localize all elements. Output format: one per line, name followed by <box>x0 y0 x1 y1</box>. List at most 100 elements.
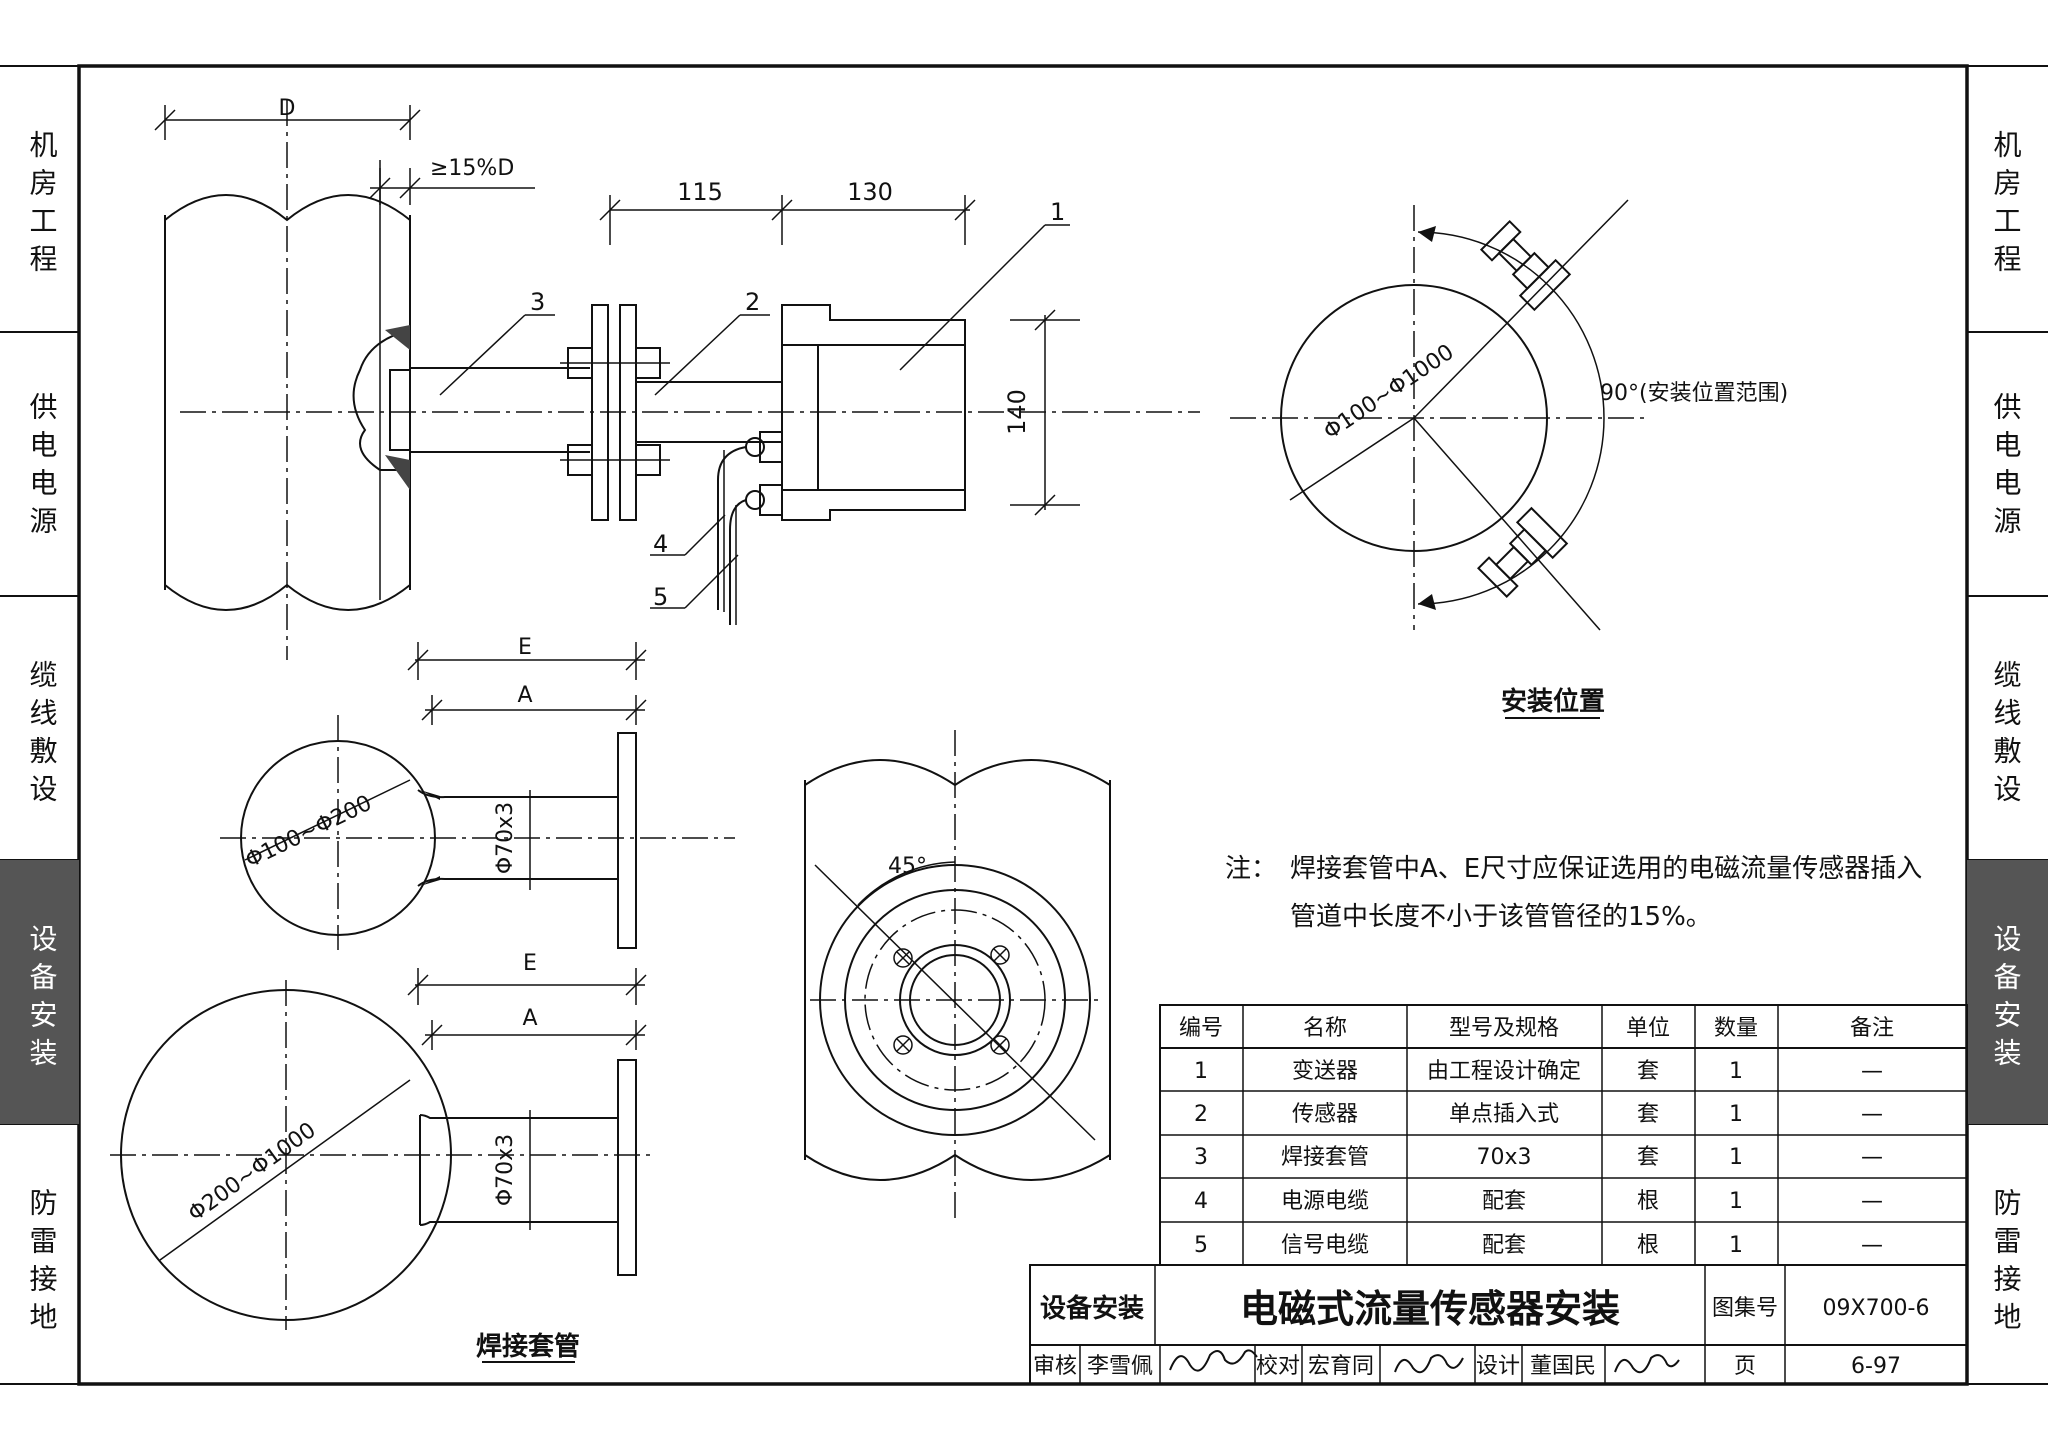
dim-e-large: E <box>523 951 537 976</box>
sleeve-dim-large: Φ70x3 <box>493 1134 518 1206</box>
note-line-1: 焊接套管中A、E尺寸应保证选用的电磁流量传感器插入 <box>1290 854 1922 884</box>
reviewer-signature <box>1169 1349 1258 1372</box>
table-cell: 5 <box>1194 1233 1208 1258</box>
angle-45-label: 45° <box>888 854 927 879</box>
diameter-label-small: Φ100~Φ200 <box>242 791 376 874</box>
note-line-2: 管道中长度不小于该管管径的15%。 <box>1290 902 1712 932</box>
callout-4: 4 <box>653 530 668 558</box>
reviewer-name: 李雪佩 <box>1087 1354 1153 1379</box>
table-cell: 1 <box>1729 1102 1743 1127</box>
dim-15pct-label: ≥15%D <box>430 156 514 181</box>
table-cell: — <box>1861 1145 1883 1170</box>
checker-signature <box>1394 1354 1464 1374</box>
callout-1: 1 <box>1050 198 1065 226</box>
side-tab-right-1[interactable]: 机房工程 <box>1990 130 2023 282</box>
table-header-spec: 型号及规格 <box>1449 1016 1559 1041</box>
table-cell: 根 <box>1637 1233 1659 1258</box>
title-block: 设备安装 电磁式流量传感器安装 图集号 09X700-6 审核 李雪佩 校对 宏… <box>1029 1264 1968 1385</box>
callout-3: 3 <box>530 288 545 316</box>
drawing-frame <box>77 64 1969 1386</box>
review-label: 审核 <box>1033 1354 1077 1379</box>
diameter-label-install: Φ100~Φ1000 <box>1319 340 1458 445</box>
side-tab-right-3[interactable]: 缆线敷设 <box>1990 660 2023 812</box>
table-cell: 传感器 <box>1292 1102 1358 1127</box>
dim-e-small: E <box>518 635 532 660</box>
table-cell: 1 <box>1194 1059 1208 1084</box>
callout-2: 2 <box>745 288 760 316</box>
table-cell: 2 <box>1194 1102 1208 1127</box>
table-cell: — <box>1861 1189 1883 1214</box>
callout-5: 5 <box>653 583 668 611</box>
table-header-name: 名称 <box>1303 1016 1347 1041</box>
weld-sleeve-caption: 焊接套管 <box>476 1332 580 1362</box>
table-cell: 套 <box>1637 1102 1659 1127</box>
dim-a-small: A <box>517 683 532 708</box>
table-cell: 4 <box>1194 1189 1208 1214</box>
table-header-no: 编号 <box>1179 1016 1223 1041</box>
angle-90-label: 90°(安装位置范围) <box>1600 381 1788 406</box>
table-cell: — <box>1861 1233 1883 1258</box>
table-cell: 套 <box>1637 1145 1659 1170</box>
side-tab-left-3[interactable]: 缆线敷设 <box>26 660 59 812</box>
dim-d-label: D <box>279 96 296 121</box>
table-cell: 1 <box>1729 1059 1743 1084</box>
side-tab-right-4[interactable]: 设备安装 <box>1990 924 2023 1076</box>
checker-name: 宏育同 <box>1308 1354 1374 1379</box>
weld-sleeve-small: Φ100~Φ200 Φ70x3 E A <box>220 635 735 950</box>
side-tab-left-4[interactable]: 设备安装 <box>26 924 59 1076</box>
drawing-title: 电磁式流量传感器安装 <box>1240 1287 1620 1331</box>
table-cell: 配套 <box>1482 1233 1526 1258</box>
table-cell: — <box>1861 1102 1883 1127</box>
side-tab-right-2[interactable]: 供电电源 <box>1990 392 2023 544</box>
table-cell: — <box>1861 1059 1883 1084</box>
category-label: 设备安装 <box>1040 1294 1144 1324</box>
side-tab-left-5[interactable]: 防雷接地 <box>26 1188 59 1340</box>
table-cell: 变送器 <box>1292 1059 1358 1084</box>
designer-signature <box>1614 1354 1680 1374</box>
dim-140-label: 140 <box>1003 389 1031 435</box>
atlas-label: 图集号 <box>1712 1296 1778 1321</box>
side-tab-left-1[interactable]: 机房工程 <box>26 130 59 282</box>
active-tab-left <box>0 860 79 1124</box>
parts-table: 编号 名称 型号及规格 单位 数量 备注 1 变送器 由工程设计确定 套 1 —… <box>1159 1004 1968 1266</box>
table-cell: 1 <box>1729 1145 1743 1170</box>
flange-front-view: 45° <box>804 730 1111 1220</box>
design-label: 设计 <box>1476 1354 1520 1379</box>
page-label: 页 <box>1734 1354 1756 1379</box>
table-cell: 根 <box>1637 1189 1659 1214</box>
diameter-label-large: Φ200~Φ1000 <box>184 1118 321 1227</box>
table-cell: 单点插入式 <box>1449 1102 1559 1127</box>
table-cell: 信号电缆 <box>1281 1233 1369 1258</box>
install-position-caption: 安装位置 <box>1501 686 1605 717</box>
side-tabs-right: 机房工程 供电电源 缆线敷设 设备安装 防雷接地 <box>1967 130 2048 1340</box>
main-elevation: D ≥15%D 115 130 140 1 2 <box>154 96 1200 660</box>
table-cell: 套 <box>1637 1059 1659 1084</box>
table-cell: 70x3 <box>1476 1145 1531 1170</box>
active-tab-right <box>1967 860 2048 1124</box>
table-cell: 1 <box>1729 1189 1743 1214</box>
dim-a-large: A <box>522 1006 537 1031</box>
table-header-qty: 数量 <box>1714 1016 1758 1041</box>
side-tab-right-5[interactable]: 防雷接地 <box>1990 1188 2023 1340</box>
table-header-unit: 单位 <box>1626 1016 1670 1041</box>
table-cell: 配套 <box>1482 1189 1526 1214</box>
check-label: 校对 <box>1256 1354 1300 1379</box>
note-prefix: 注： <box>1225 854 1277 884</box>
sleeve-dim-small: Φ70x3 <box>493 802 518 874</box>
dim-130-label: 130 <box>847 178 893 206</box>
table-cell: 3 <box>1194 1145 1208 1170</box>
table-cell: 由工程设计确定 <box>1427 1059 1581 1084</box>
table-cell: 电源电缆 <box>1281 1189 1369 1214</box>
note-block: 注： 焊接套管中A、E尺寸应保证选用的电磁流量传感器插入 管道中长度不小于该管管… <box>1225 854 1922 932</box>
table-header-remark: 备注 <box>1850 1016 1894 1041</box>
designer-name: 董国民 <box>1530 1354 1596 1379</box>
table-cell: 焊接套管 <box>1281 1145 1369 1170</box>
atlas-number: 09X700-6 <box>1823 1296 1930 1321</box>
table-cell: 1 <box>1729 1233 1743 1258</box>
side-tabs-left: 机房工程 供电电源 缆线敷设 设备安装 防雷接地 <box>0 130 79 1340</box>
weld-sleeve-large: Φ200~Φ1000 Φ70x3 E A 焊接套管 <box>110 951 650 1363</box>
side-tab-left-2[interactable]: 供电电源 <box>26 392 59 544</box>
dim-115-label: 115 <box>677 178 723 206</box>
install-position-view: 90°(安装位置范围) Φ100~Φ1000 安装位置 <box>1230 199 1788 719</box>
